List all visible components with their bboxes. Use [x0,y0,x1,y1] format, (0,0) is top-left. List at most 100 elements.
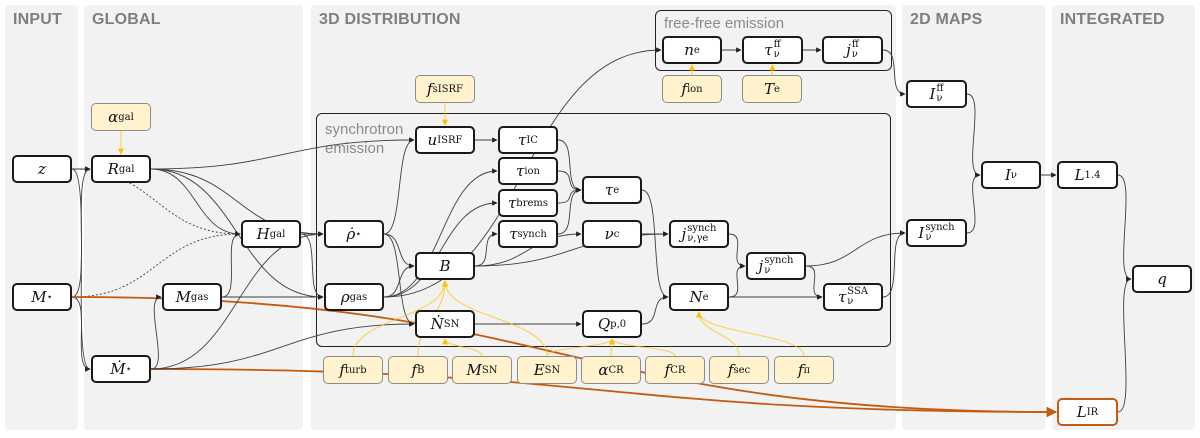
node-mdot-star: Ṁ⋆ [91,355,151,383]
node-symbol: f [681,80,687,98]
panel-input: INPUT [5,5,78,430]
node-subscript: SN [544,364,561,376]
node-z: z [12,155,72,183]
node-symbol: τ [518,131,527,149]
node-symbol: L [1076,403,1087,421]
node-subscript: gal [118,111,134,123]
node-subscript: ion [524,165,540,177]
node-b-field: B [415,252,475,280]
group-free-free-emission: free-free emission [655,10,892,71]
node-subscript: CR [670,364,686,376]
panel-integrated: INTEGRATED [1052,5,1195,430]
node-symbol: u [427,131,438,149]
node-subscript: turb [344,364,367,376]
node-subscript: ISRF [437,134,463,146]
node-m-star: M⋆ [12,283,72,311]
node-subscript: e [702,291,709,303]
node-symbol: j [758,257,764,275]
node-symbol: I [1004,166,1011,184]
node-symbol: M [175,288,191,306]
node-symbol: j [846,41,851,59]
node-symbol: z [38,160,46,178]
node-superscript: synch [925,222,955,233]
node-symbol: Q [597,315,611,333]
node-subscript: ⋆ [355,228,362,240]
node-subscript: ν [847,296,854,307]
node-subscript: ν [1010,169,1018,181]
node-symbol: T [764,80,775,98]
node-symbol: q [1157,270,1167,288]
node-subscript: synch [517,228,547,240]
node-subscript: ion [686,83,703,95]
node-subscript: ν [851,49,858,60]
node-symbol: ρ [340,288,350,306]
node-symbol: α [598,361,609,379]
node-symbol: H [256,225,270,243]
node-subscript: sISRF [432,83,463,95]
node-subscript: e [613,184,620,196]
node-symbol: f [664,361,671,379]
node-symbol: τ [509,225,518,243]
panel-2d-maps: 2D MAPS [902,5,1045,430]
node-subscript: brems [516,197,549,209]
node-subscript: gal [269,228,286,240]
node-symbol: I [918,224,925,242]
node-symbol: τ [764,41,773,59]
node-subscript: gal [118,163,135,175]
panel-title-2d-maps: 2D MAPS [910,11,983,28]
node-subscript: ν [773,49,780,60]
node-subscript: sec [733,364,751,376]
node-superscript: synch [687,223,717,234]
node-symbol: E [533,361,545,379]
node-symbol: ν [604,225,614,243]
node-symbol: j [681,225,687,243]
node-symbol: f [339,361,345,379]
node-symbol: τ [516,162,525,180]
node-subscript: B [417,364,425,376]
node-symbol: Ṅ [430,315,444,333]
node-subscript: IC [526,134,538,146]
panel-title-global: GLOBAL [92,11,161,28]
node-symbol: Ṁ [110,360,126,378]
node-symbol: τ [507,194,517,212]
node-subscript: CR [608,364,624,376]
node-subscript: gas [190,291,209,303]
node-subscript: ⋆ [125,363,132,375]
node-rhodot-star: ρ̇⋆ [324,220,384,248]
node-subscript: e [693,44,700,56]
node-subscript: ⋆ [46,291,53,303]
node-subscript: ν [936,93,943,104]
node-symbol: M [466,361,482,379]
